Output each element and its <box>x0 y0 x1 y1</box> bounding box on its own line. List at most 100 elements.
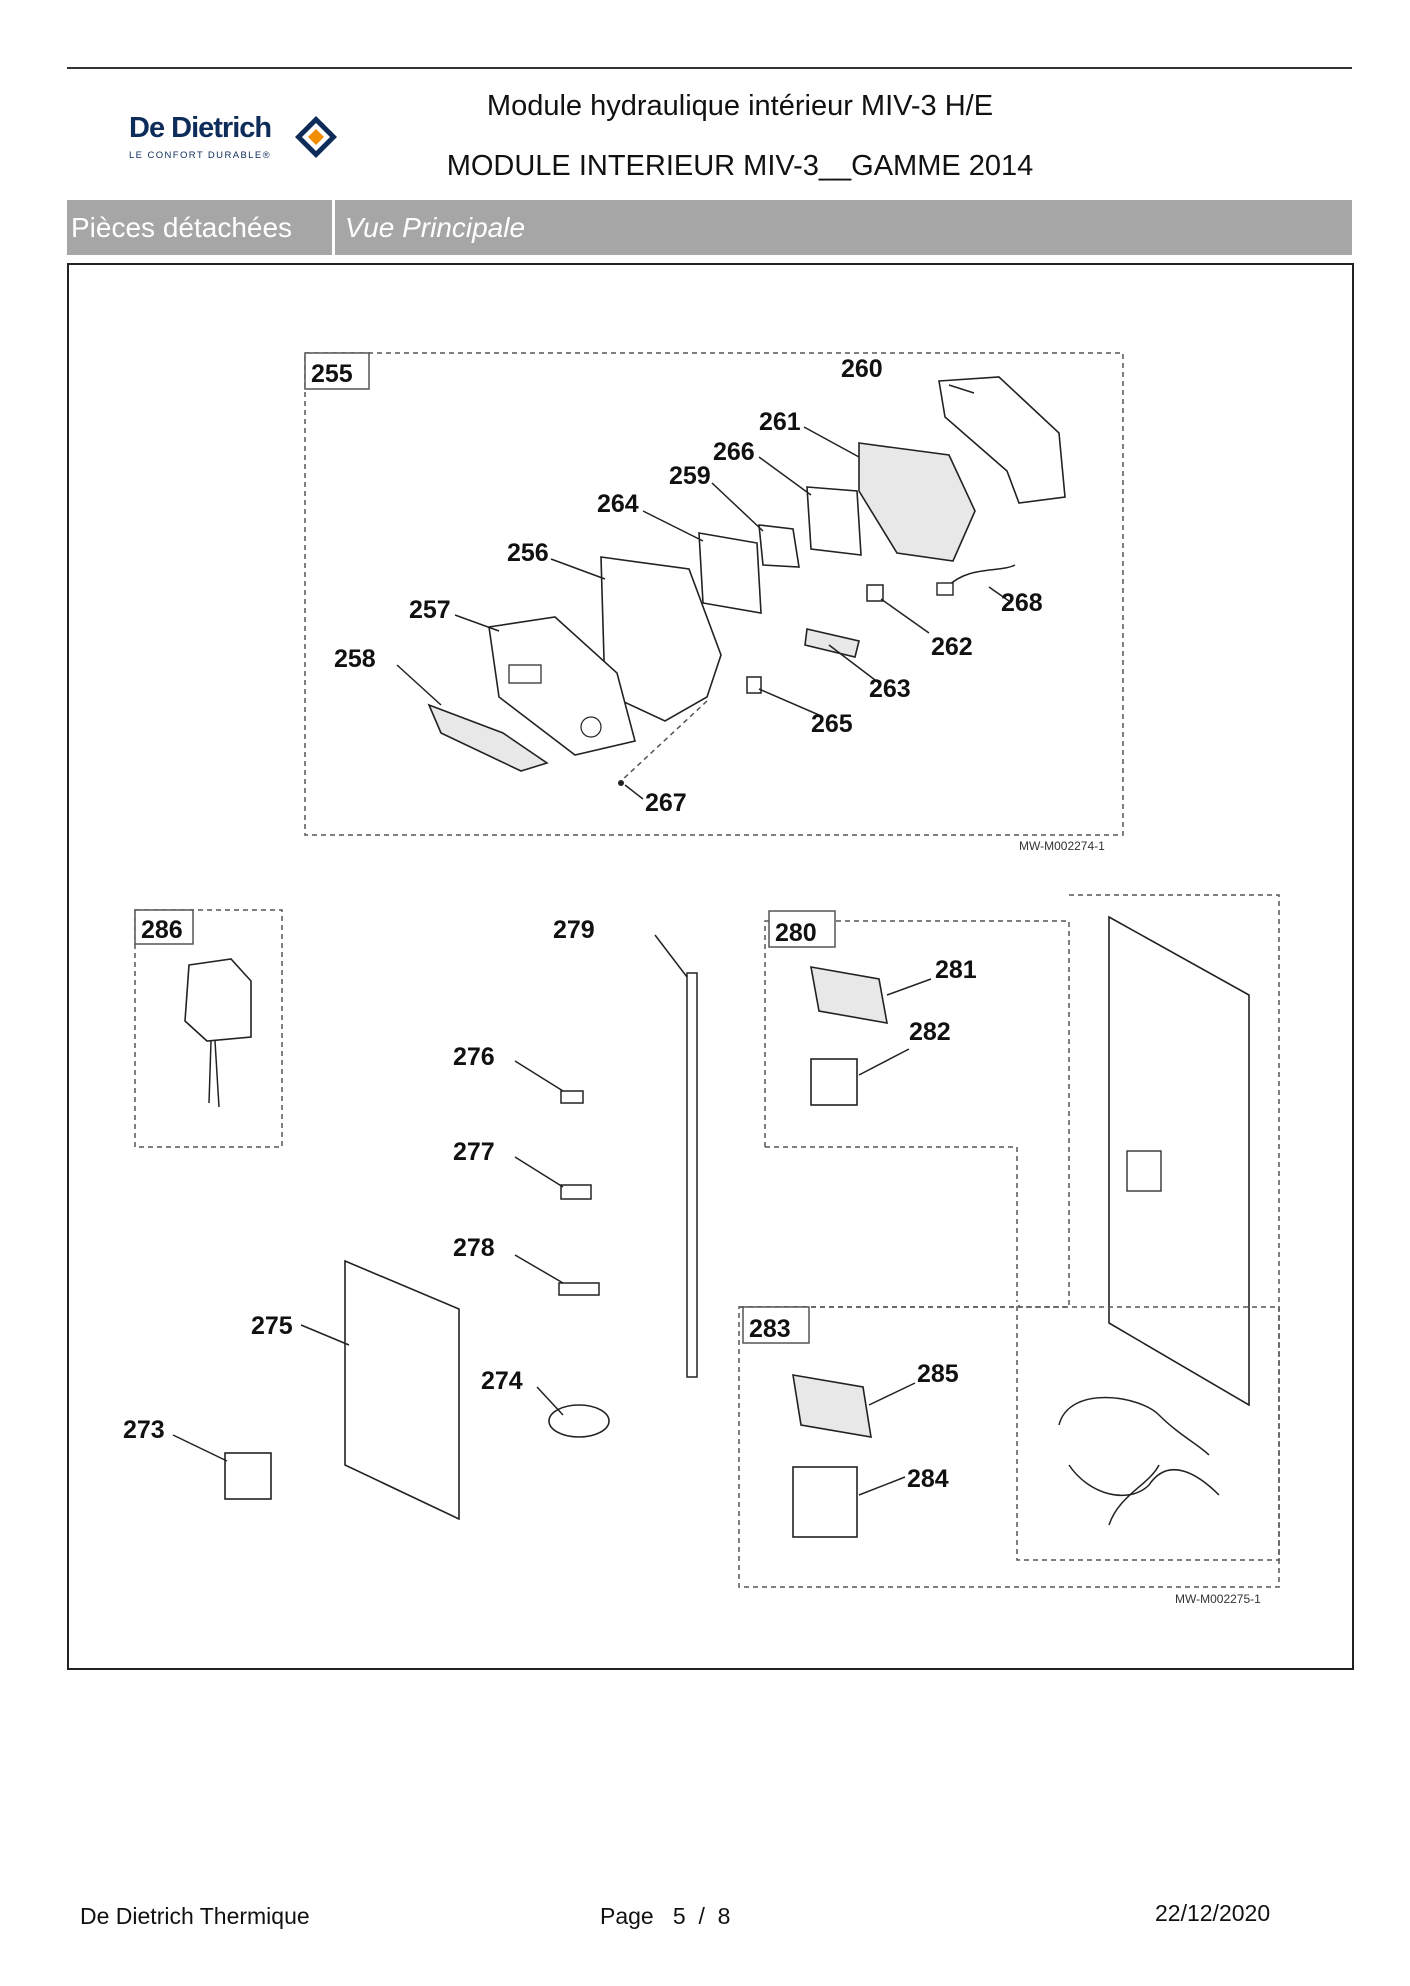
label-265: 265 <box>811 710 853 738</box>
top-rule <box>67 67 1352 69</box>
leader-259 <box>711 482 764 532</box>
leader-265 <box>758 688 820 716</box>
leader-257 <box>454 614 500 632</box>
part-274-clamp <box>548 1404 610 1438</box>
footer-company: De Dietrich Thermique <box>80 1903 310 1929</box>
label-275: 275 <box>251 1312 293 1340</box>
section-category: Pièces détachées <box>67 200 335 255</box>
part-278-screw <box>558 1282 600 1296</box>
label-286: 286 <box>141 916 183 944</box>
label-257: 257 <box>409 596 451 624</box>
part-mounting-plate-cutout <box>1126 1150 1162 1192</box>
part-260-casing <box>938 376 1066 504</box>
part-258-trim-strip <box>427 703 549 772</box>
part-259-bracket <box>758 524 800 568</box>
part-277-fastener <box>560 1184 592 1200</box>
leader-266 <box>758 456 812 496</box>
part-279-rod <box>686 972 698 1378</box>
document-title-line1: Module hydraulique intérieur MIV-3 H/E <box>486 90 994 122</box>
document-title-line2: MODULE INTERIEUR MIV-3__GAMME 2014 <box>446 150 1034 182</box>
group-255-box <box>304 352 370 390</box>
label-262: 262 <box>931 633 973 661</box>
group-280-outline-bottom <box>765 1146 1018 1301</box>
diagram-frame: 255 260 261 266 259 264 256 257 <box>67 263 1354 1670</box>
label-280: 280 <box>775 919 817 947</box>
label-283: 283 <box>749 1315 791 1343</box>
label-260: 260 <box>841 355 883 383</box>
label-268: 268 <box>1001 589 1043 617</box>
part-276-clip <box>560 1090 584 1104</box>
leader-274 <box>536 1386 564 1416</box>
leader-275 <box>300 1324 350 1346</box>
part-286-sensor-housing <box>184 958 252 1042</box>
leader-282 <box>858 1048 910 1076</box>
part-257-display-window <box>508 664 542 684</box>
group-283-outline <box>738 1306 1280 1588</box>
reference-bottom: MW-M002275-1 <box>1175 1592 1261 1606</box>
brand-name: De Dietrich <box>129 112 272 144</box>
part-257-knob <box>580 716 602 738</box>
footer-pagination: Page 5 / 8 <box>600 1903 730 1930</box>
leader-263 <box>828 644 880 684</box>
part-harness-wire-b <box>1068 1464 1220 1497</box>
part-268-connector <box>936 582 954 596</box>
part-273-transformer <box>224 1452 272 1500</box>
label-276: 276 <box>453 1043 495 1071</box>
label-273: 273 <box>123 1416 165 1444</box>
leader-285 <box>868 1382 916 1406</box>
label-274: 274 <box>481 1367 523 1395</box>
footer-page-total: 8 <box>717 1903 731 1929</box>
label-266: 266 <box>713 438 755 466</box>
leader-268 <box>988 586 1010 602</box>
part-281-terminal-block <box>810 966 888 1024</box>
brand-tagline: LE CONFORT DURABLE® <box>129 150 271 161</box>
leader-261 <box>803 426 860 458</box>
section-bar: Pièces détachées Vue Principale <box>67 200 1352 255</box>
label-277: 277 <box>453 1138 495 1166</box>
leader-284 <box>858 1476 906 1496</box>
footer-date: 22/12/2020 <box>1155 1900 1271 1926</box>
leader-260 <box>948 384 975 394</box>
leader-264 <box>642 510 704 542</box>
group-283-box <box>742 1306 810 1344</box>
leader-281 <box>886 978 932 996</box>
part-265-clip <box>746 676 762 694</box>
label-282: 282 <box>909 1018 951 1046</box>
part-267-screw <box>618 780 624 786</box>
label-285: 285 <box>917 1360 959 1388</box>
label-278: 278 <box>453 1234 495 1262</box>
leader-267 <box>624 784 644 800</box>
part-harness-wire-a <box>1058 1396 1210 1456</box>
leader-276 <box>514 1060 564 1092</box>
label-279: 279 <box>553 916 595 944</box>
leader-279 <box>654 934 688 978</box>
part-285-terminal-block <box>792 1374 872 1438</box>
group-280-box <box>768 910 836 948</box>
reference-top: MW-M002274-1 <box>1019 839 1105 853</box>
group-286-box <box>134 909 194 945</box>
part-286-wire-b <box>214 1040 220 1108</box>
part-262-connector-block <box>866 584 884 602</box>
label-267: 267 <box>645 789 687 817</box>
part-266-frame <box>806 486 862 556</box>
leader-258 <box>396 664 442 706</box>
section-view: Vue Principale <box>345 212 526 243</box>
part-264-display-holder <box>698 532 762 614</box>
footer-page-sep: / <box>698 1903 705 1929</box>
part-275-pcb <box>344 1259 460 1521</box>
group-255-outline <box>304 352 1124 836</box>
leader-256 <box>550 558 606 580</box>
label-284: 284 <box>907 1465 949 1493</box>
label-258: 258 <box>334 645 376 673</box>
brand-logo: De Dietrich LE CONFORT DURABLE® <box>125 108 350 166</box>
part-286-wire-a <box>208 1040 212 1104</box>
part-263-ribbon <box>804 628 860 658</box>
group-286-outline <box>134 909 283 1148</box>
footer-page-label: Page <box>600 1903 654 1929</box>
group-280-outline-left <box>764 920 1070 1308</box>
leader-262 <box>880 598 930 634</box>
part-282-transformer <box>810 1058 858 1106</box>
label-264: 264 <box>597 490 639 518</box>
part-267-axis <box>620 700 708 782</box>
part-mounting-plate <box>1108 915 1250 1407</box>
